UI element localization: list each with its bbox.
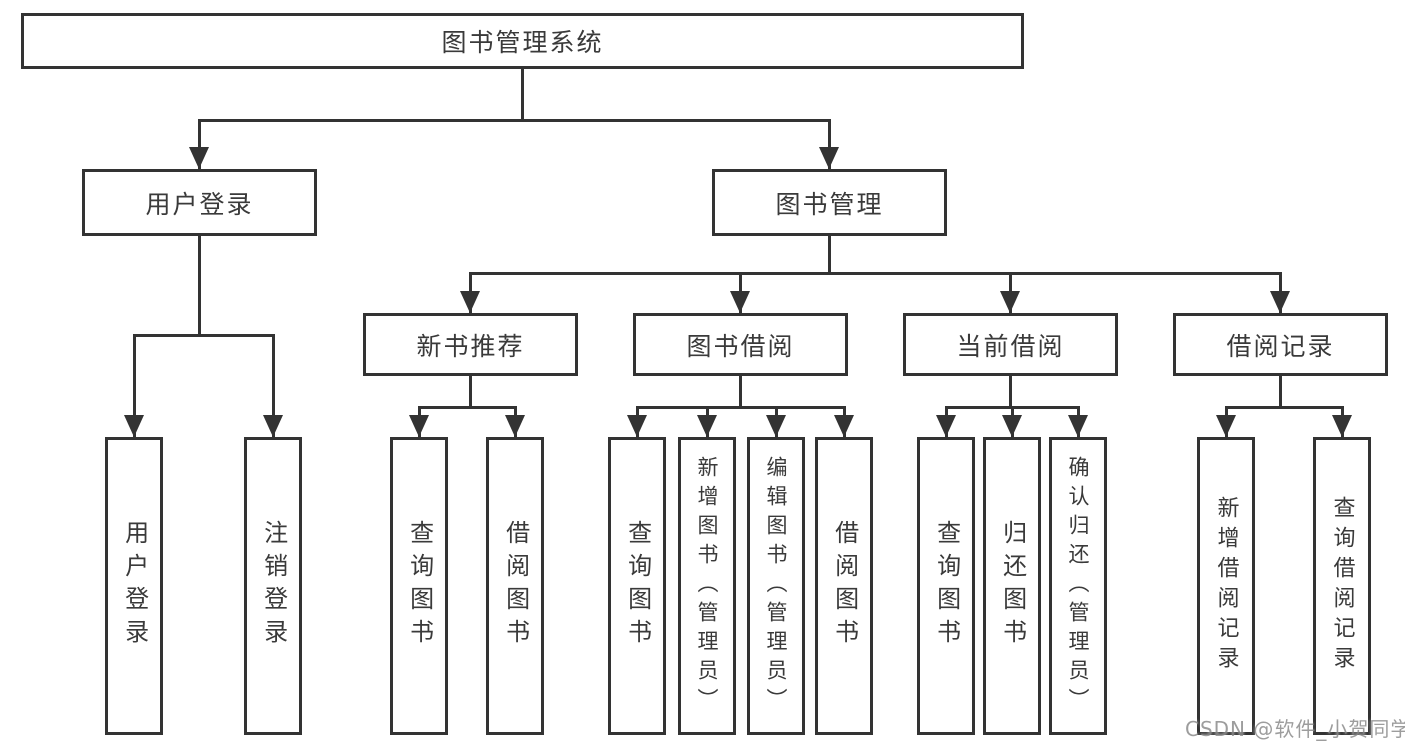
node-current-borrowing: 当前借阅 [903, 313, 1118, 376]
node-book-borrowing: 图书借阅 [633, 313, 848, 376]
arrowhead-down-icon [834, 415, 854, 437]
node-label: 借阅记录 [1226, 331, 1335, 361]
node-leaf-edit-book-admin: 编辑图书（管理员） [747, 437, 805, 735]
node-label: 归还图书 [998, 520, 1027, 652]
node-label: 查询借阅记录 [1329, 496, 1355, 676]
node-library-management-system: 图书管理系统 [21, 13, 1024, 69]
connector-line [134, 333, 273, 337]
arrowhead-down-icon [697, 415, 717, 437]
node-leaf-borrow-books-1: 借阅图书 [486, 437, 544, 735]
connector-line [197, 119, 201, 169]
node-label: 注销登录 [259, 520, 288, 652]
connector-line [738, 376, 742, 408]
arrowhead-down-icon [263, 415, 283, 437]
node-leaf-add-book-admin: 新增图书（管理员） [678, 437, 736, 735]
arrowhead-down-icon [766, 415, 786, 437]
node-leaf-query-books-1: 查询图书 [390, 437, 448, 735]
arrowhead-down-icon [936, 415, 956, 437]
connector-line [637, 405, 844, 409]
connector-line [470, 271, 1280, 275]
node-leaf-logout: 注销登录 [244, 437, 302, 735]
node-label: 当前借阅 [956, 331, 1065, 361]
arrowhead-down-icon [1216, 415, 1236, 437]
connector-line [468, 376, 472, 408]
node-label: 编辑图书（管理员） [764, 455, 789, 717]
node-label: 新书推荐 [416, 331, 525, 361]
node-leaf-return-books: 归还图书 [983, 437, 1041, 735]
node-label: 查询图书 [623, 520, 652, 652]
arrowhead-down-icon [1002, 415, 1022, 437]
arrowhead-down-icon [505, 415, 525, 437]
connector-line [827, 236, 831, 274]
node-label: 查询图书 [932, 520, 961, 652]
connector-line [827, 119, 831, 169]
node-leaf-query-books-2: 查询图书 [608, 437, 666, 735]
node-label: 图书借阅 [686, 331, 795, 361]
node-book-management: 图书管理 [712, 169, 947, 236]
node-leaf-confirm-return-admin: 确认归还（管理员） [1049, 437, 1107, 735]
arrowhead-down-icon [409, 415, 429, 437]
node-new-book-recommendation: 新书推荐 [363, 313, 578, 376]
arrowhead-down-icon [124, 415, 144, 437]
connector-line [1278, 376, 1282, 408]
node-leaf-add-borrow-record: 新增借阅记录 [1197, 437, 1255, 735]
node-label: 借阅图书 [830, 520, 859, 652]
node-label: 图书管理 [775, 189, 884, 219]
node-label: 新增借阅记录 [1213, 496, 1239, 676]
arrowhead-down-icon [627, 415, 647, 437]
arrowhead-down-icon [1068, 415, 1088, 437]
connector-line [197, 236, 201, 336]
node-leaf-borrow-books-2: 借阅图书 [815, 437, 873, 735]
node-label: 新增图书（管理员） [695, 455, 720, 717]
node-user-login: 用户登录 [82, 169, 317, 236]
node-leaf-query-books-3: 查询图书 [917, 437, 975, 735]
connector-line [271, 334, 275, 437]
arrowhead-down-icon [819, 147, 839, 169]
connector-line [132, 334, 136, 437]
connector-line [1008, 376, 1012, 408]
connector-line [520, 69, 524, 120]
connector-line [199, 118, 829, 122]
node-label: 借阅图书 [501, 520, 530, 652]
node-label: 图书管理系统 [441, 28, 604, 57]
arrowhead-down-icon [189, 147, 209, 169]
node-leaf-query-borrow-record: 查询借阅记录 [1313, 437, 1371, 735]
arrowhead-down-icon [1000, 291, 1020, 313]
node-label: 用户登录 [145, 189, 254, 219]
connector-line [419, 405, 515, 409]
node-label: 用户登录 [120, 520, 149, 652]
node-label: 查询图书 [405, 520, 434, 652]
watermark: CSDN @软件_小贺同学 [1185, 717, 1405, 741]
arrowhead-down-icon [1332, 415, 1352, 437]
arrowhead-down-icon [1270, 291, 1290, 313]
node-borrowing-records: 借阅记录 [1173, 313, 1388, 376]
node-label: 确认归还（管理员） [1066, 455, 1091, 717]
node-leaf-user-login: 用户登录 [105, 437, 163, 735]
arrowhead-down-icon [460, 291, 480, 313]
arrowhead-down-icon [730, 291, 750, 313]
connector-line [1226, 405, 1342, 409]
connector-line [946, 405, 1078, 409]
